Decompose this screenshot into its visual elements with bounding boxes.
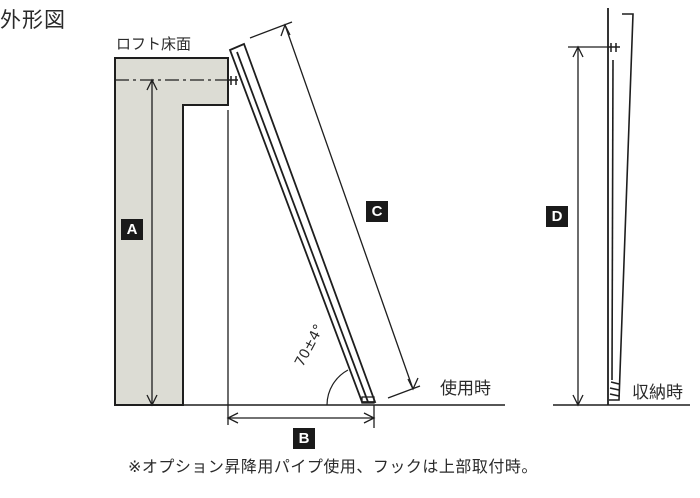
dimension-c-line xyxy=(249,21,421,399)
hook-stored-icon xyxy=(608,43,620,52)
loft-floor-label: ロフト床面 xyxy=(116,35,192,53)
ladder-stored xyxy=(609,13,634,401)
ladder-in-use xyxy=(228,42,377,404)
dimension-b-line xyxy=(226,412,376,424)
dimension-d-line xyxy=(568,45,608,407)
dimension-a-badge: A xyxy=(121,219,143,240)
hook-icon xyxy=(228,76,238,85)
dimension-c-badge: C xyxy=(366,201,388,222)
stored-label: 収納時 xyxy=(632,383,683,403)
angle-arc xyxy=(326,369,349,406)
dimension-d-badge: D xyxy=(546,206,568,227)
diagram-title: 外形図 xyxy=(0,8,66,32)
in-use-label: 使用時 xyxy=(440,379,491,399)
dimension-b-badge: B xyxy=(293,428,315,449)
footnote: ※オプション昇降用パイプ使用、フックは上部取付時。 xyxy=(128,457,538,476)
